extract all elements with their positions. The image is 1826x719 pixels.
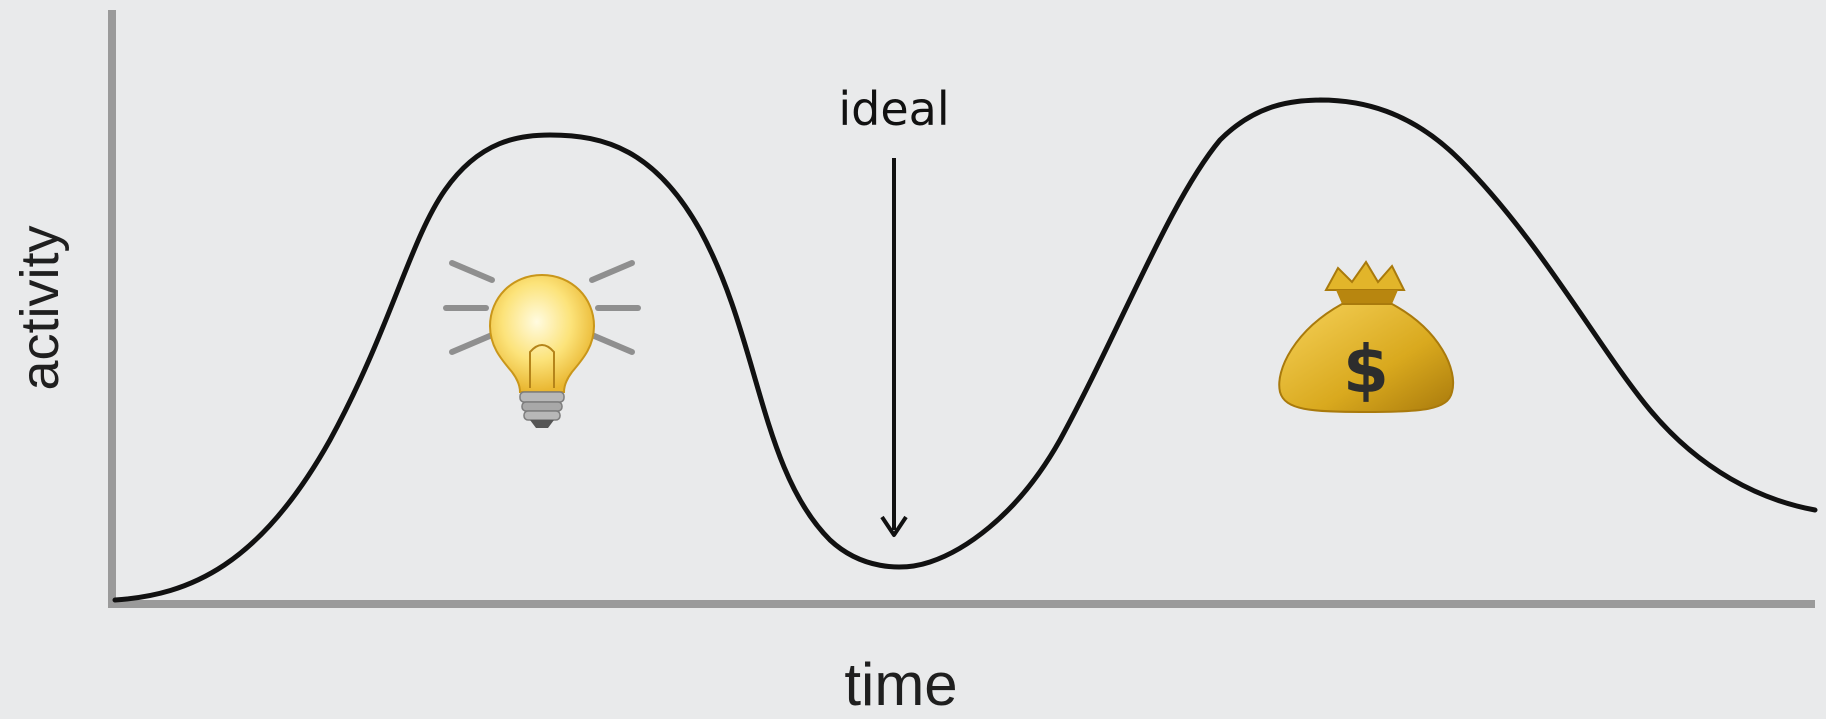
money-bag-icon: $ <box>1278 260 1454 414</box>
dollar-sign: $ <box>1343 331 1389 408</box>
ideal-annotation: ideal <box>838 82 950 136</box>
light-bulb-icon <box>443 260 641 428</box>
activity-curve <box>112 97 1818 603</box>
x-axis-label: time <box>844 651 958 718</box>
ideal-arrow <box>880 158 908 537</box>
y-axis-label: activity <box>10 225 70 391</box>
